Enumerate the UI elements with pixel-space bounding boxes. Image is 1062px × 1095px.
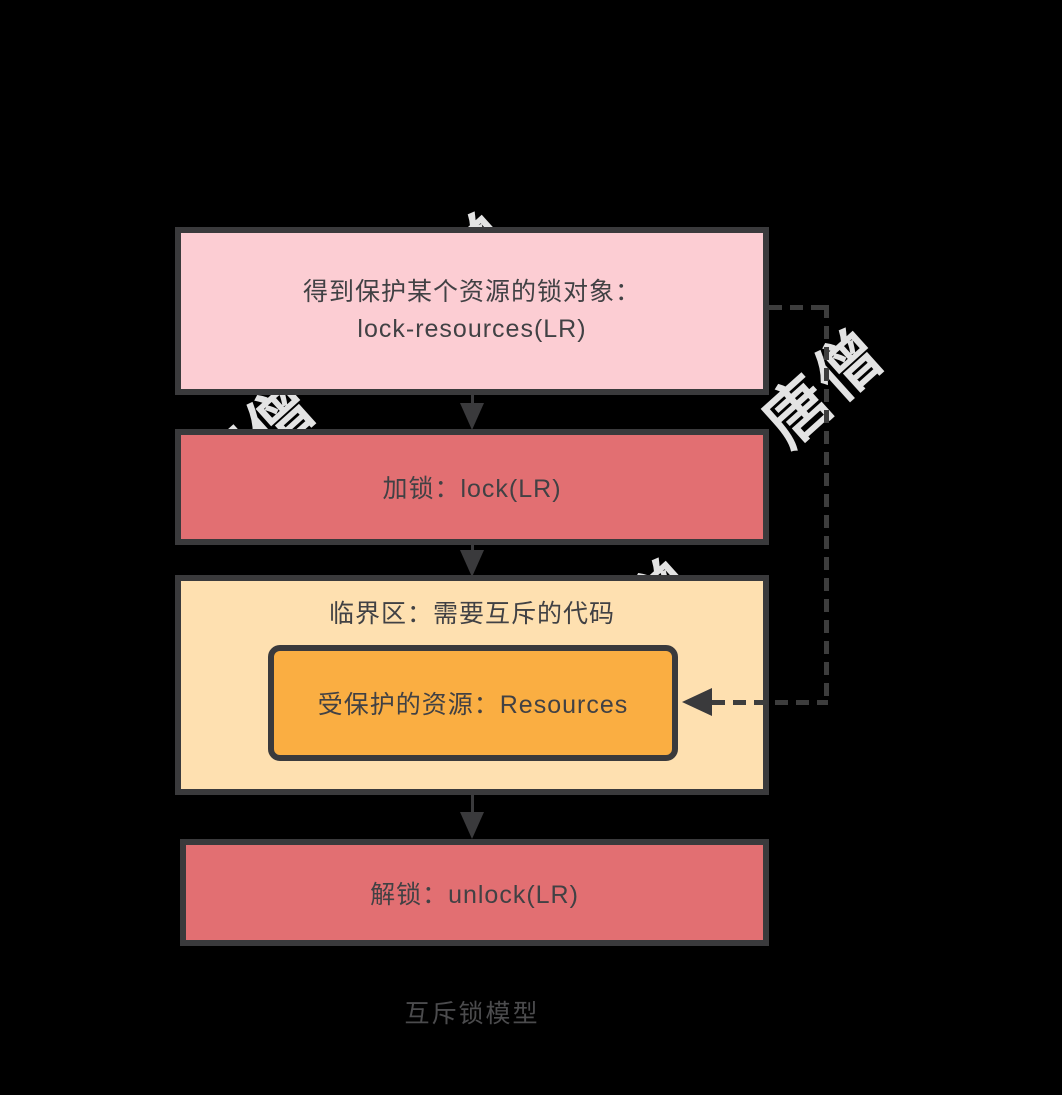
arrow-shaft	[470, 795, 474, 812]
arrow-head-down-icon	[460, 812, 484, 839]
arrow-head-down-icon	[460, 550, 484, 577]
arrow-shaft	[470, 394, 474, 403]
diagram-caption: 互斥锁模型	[404, 1000, 540, 1028]
node-lock: 加锁：lock(LR)	[175, 429, 769, 545]
arrow-head-down-icon	[460, 403, 484, 430]
flow-arrow-down-3	[460, 795, 484, 839]
node-protected-resource-label: 受保护的资源：Resources	[317, 691, 629, 719]
dashed-connector-right-segment	[824, 305, 829, 703]
node-lock-label: 加锁：lock(LR)	[382, 475, 562, 503]
node-lock-object-line2: lock-resources(LR)	[357, 315, 587, 343]
arrow-head-left-icon	[682, 688, 712, 716]
node-unlock: 解锁：unlock(LR)	[180, 839, 769, 946]
node-protected-resource: 受保护的资源：Resources	[268, 645, 678, 761]
dashed-connector-bottom-segment	[712, 700, 828, 705]
dashed-connector-top-segment	[769, 305, 828, 310]
flow-arrow-down-2	[460, 545, 484, 577]
node-unlock-label: 解锁：unlock(LR)	[370, 880, 579, 909]
flow-arrow-down-1	[460, 394, 484, 430]
node-lock-object-line1: 得到保护某个资源的锁对象：	[302, 278, 641, 306]
arrow-shaft	[470, 545, 474, 550]
node-critical-section-header: 临界区：需要互斥的代码	[328, 600, 615, 628]
node-lock-object: 得到保护某个资源的锁对象： lock-resources(LR)	[175, 227, 769, 395]
